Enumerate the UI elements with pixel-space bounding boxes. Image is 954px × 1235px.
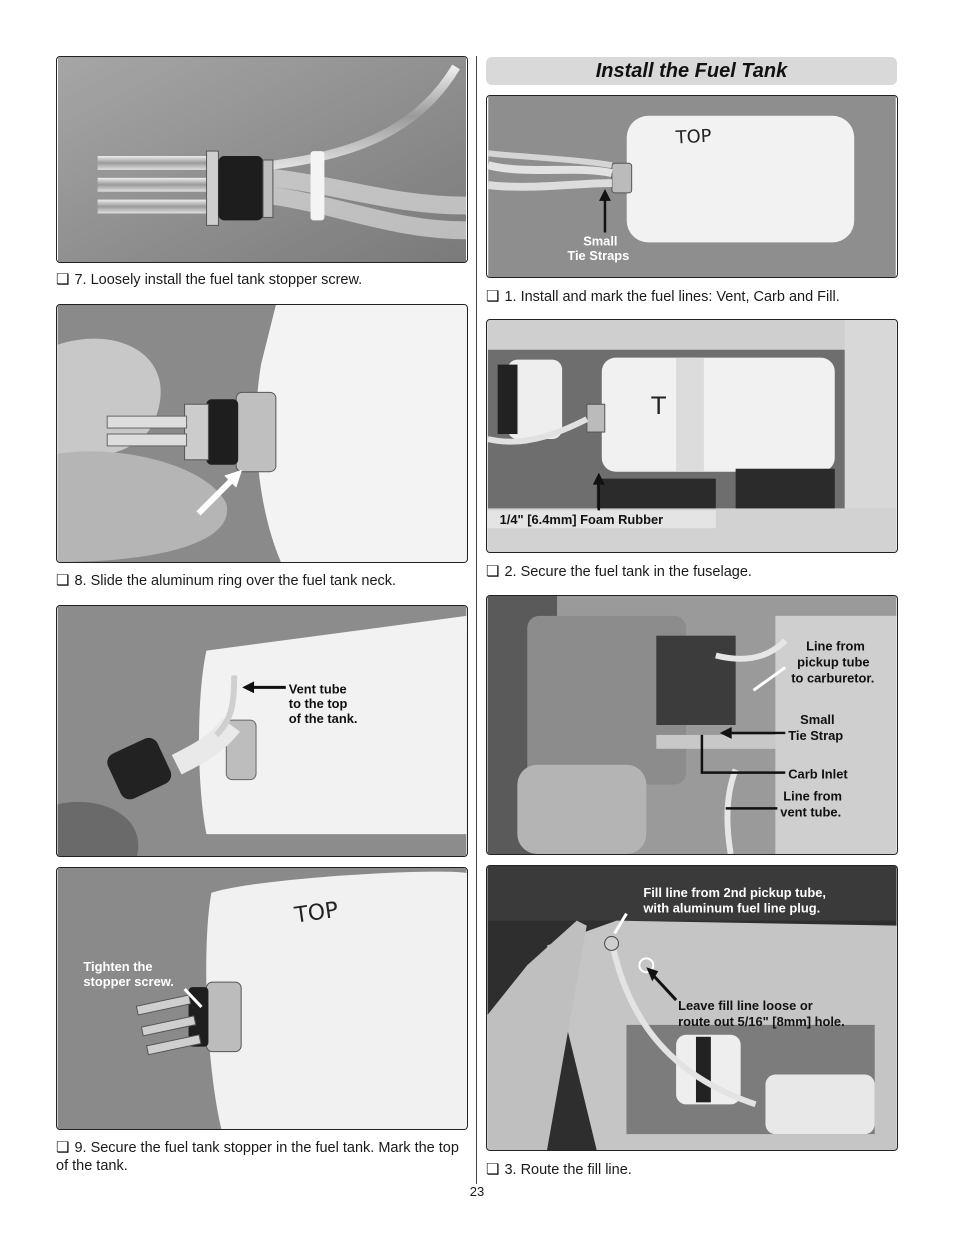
checkbox-icon[interactable]: ❏ (486, 288, 500, 305)
checkbox-icon[interactable]: ❏ (56, 271, 70, 288)
vent-label-3: of the tank. (289, 711, 358, 726)
step-text: 3. Route the fill line. (504, 1162, 632, 1178)
fill-label-2: with aluminum fuel line plug. (642, 901, 820, 916)
photo-aluminum-ring (56, 304, 468, 563)
step-3-caption: ❏3. Route the fill line. (486, 1161, 898, 1179)
carb-label-8: vent tube. (780, 804, 841, 819)
page-number: 23 (469, 1184, 485, 1199)
photo-fuel-lines: TOP Small Tie Straps (486, 95, 898, 278)
checkbox-icon[interactable]: ❏ (56, 1139, 70, 1156)
photo-stopper-assembly (56, 56, 468, 263)
carb-label-4: Small (800, 712, 834, 727)
step-text: 1. Install and mark the fuel lines: Vent… (504, 289, 840, 305)
step-8-caption: ❏8. Slide the aluminum ring over the fue… (56, 572, 468, 590)
step-text: 8. Slide the aluminum ring over the fuel… (74, 573, 397, 589)
carb-label-1: Line from (806, 639, 865, 654)
tie-straps-label-1: Small (583, 233, 617, 248)
tank-mark: TOP (292, 898, 340, 929)
checkbox-icon[interactable]: ❏ (486, 1161, 500, 1178)
tighten-label-2: stopper screw. (83, 974, 174, 989)
carb-label-3: to carburetor. (791, 670, 874, 685)
step-text: 9. Secure the fuel tank stopper in the f… (56, 1140, 459, 1174)
step-1-caption: ❏1. Install and mark the fuel lines: Ven… (486, 288, 898, 306)
vent-label-1: Vent tube (289, 681, 347, 696)
fill-label-1: Fill line from 2nd pickup tube, (643, 885, 826, 900)
step-2-caption: ❏2. Secure the fuel tank in the fuselage… (486, 563, 898, 581)
checkbox-icon[interactable]: ❏ (486, 563, 500, 580)
tighten-label-1: Tighten the (83, 959, 152, 974)
carb-label-7: Line from (783, 788, 842, 803)
step-7-caption: ❏7. Loosely install the fuel tank stoppe… (56, 271, 468, 289)
carb-label-6: Carb Inlet (788, 767, 848, 782)
foam-rubber-label: 1/4" [6.4mm] Foam Rubber (500, 512, 664, 527)
fill-label-3: Leave fill line loose or (678, 998, 813, 1013)
svg-text:T: T (650, 392, 666, 420)
carb-label-5: Tie Strap (788, 728, 843, 743)
vent-label-2: to the top (289, 696, 348, 711)
photo-carb-lines: Line from pickup tube to carburetor. Sma… (486, 595, 898, 855)
carb-label-2: pickup tube (797, 654, 869, 669)
column-divider (476, 56, 477, 1184)
photo-vent-tube: Vent tube to the top of the tank. (56, 605, 468, 857)
tank-mark: TOP (674, 126, 712, 149)
photo-fill-line: Fill line from 2nd pickup tube, with alu… (486, 865, 898, 1151)
fill-label-4: route out 5/16" [8mm] hole. (678, 1014, 845, 1029)
checkbox-icon[interactable]: ❏ (56, 572, 70, 589)
step-9-caption: ❏9. Secure the fuel tank stopper in the … (56, 1139, 468, 1175)
section-header: Install the Fuel Tank (486, 57, 897, 85)
photo-tighten-stopper: TOP Tighten the stopper screw. (56, 867, 468, 1130)
tie-straps-label-2: Tie Straps (567, 248, 629, 263)
photo-fuselage-tank: T 1/4" [6.4mm] Foam Rubber (486, 319, 898, 553)
section-title: Install the Fuel Tank (595, 60, 788, 82)
step-text: 7. Loosely install the fuel tank stopper… (74, 272, 363, 288)
step-text: 2. Secure the fuel tank in the fuselage. (504, 564, 752, 580)
